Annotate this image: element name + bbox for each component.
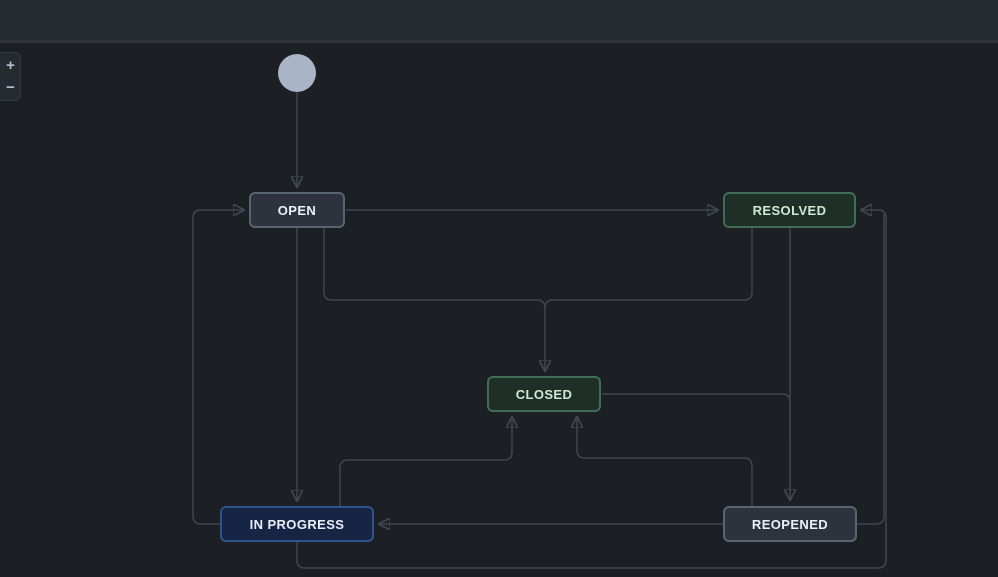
zoom-controls: + − — [0, 52, 21, 101]
edge-reopened-to-closed[interactable] — [577, 418, 753, 506]
edge-inprogress-to-resolved[interactable] — [296, 210, 887, 569]
status-label: CLOSED — [515, 386, 573, 402]
zoom-in-button[interactable]: + — [6, 57, 15, 75]
edge-inprogress-to-open[interactable] — [192, 210, 243, 525]
edge-closed-to-reopened[interactable] — [602, 393, 791, 440]
status-label: REOPENED — [751, 516, 829, 532]
workflow-start-node[interactable] — [278, 54, 316, 92]
status-node-closed[interactable]: CLOSED — [487, 376, 601, 412]
edge-inprogress-to-closed[interactable] — [339, 418, 512, 506]
top-toolbar — [0, 0, 998, 43]
status-label: IN PROGRESS — [249, 516, 345, 532]
status-node-resolved[interactable]: RESOLVED — [723, 192, 856, 228]
status-node-open[interactable]: OPEN — [249, 192, 345, 228]
status-node-reopened[interactable]: REOPENED — [723, 506, 857, 542]
edge-reopened-to-resolved[interactable] — [857, 214, 885, 525]
edge-resolved-to-closed[interactable] — [544, 228, 753, 309]
zoom-out-button[interactable]: − — [6, 78, 15, 96]
status-node-in-progress[interactable]: IN PROGRESS — [220, 506, 374, 542]
edge-open-to-closed[interactable] — [323, 228, 545, 370]
status-label: RESOLVED — [752, 202, 827, 218]
status-label: OPEN — [277, 202, 317, 218]
